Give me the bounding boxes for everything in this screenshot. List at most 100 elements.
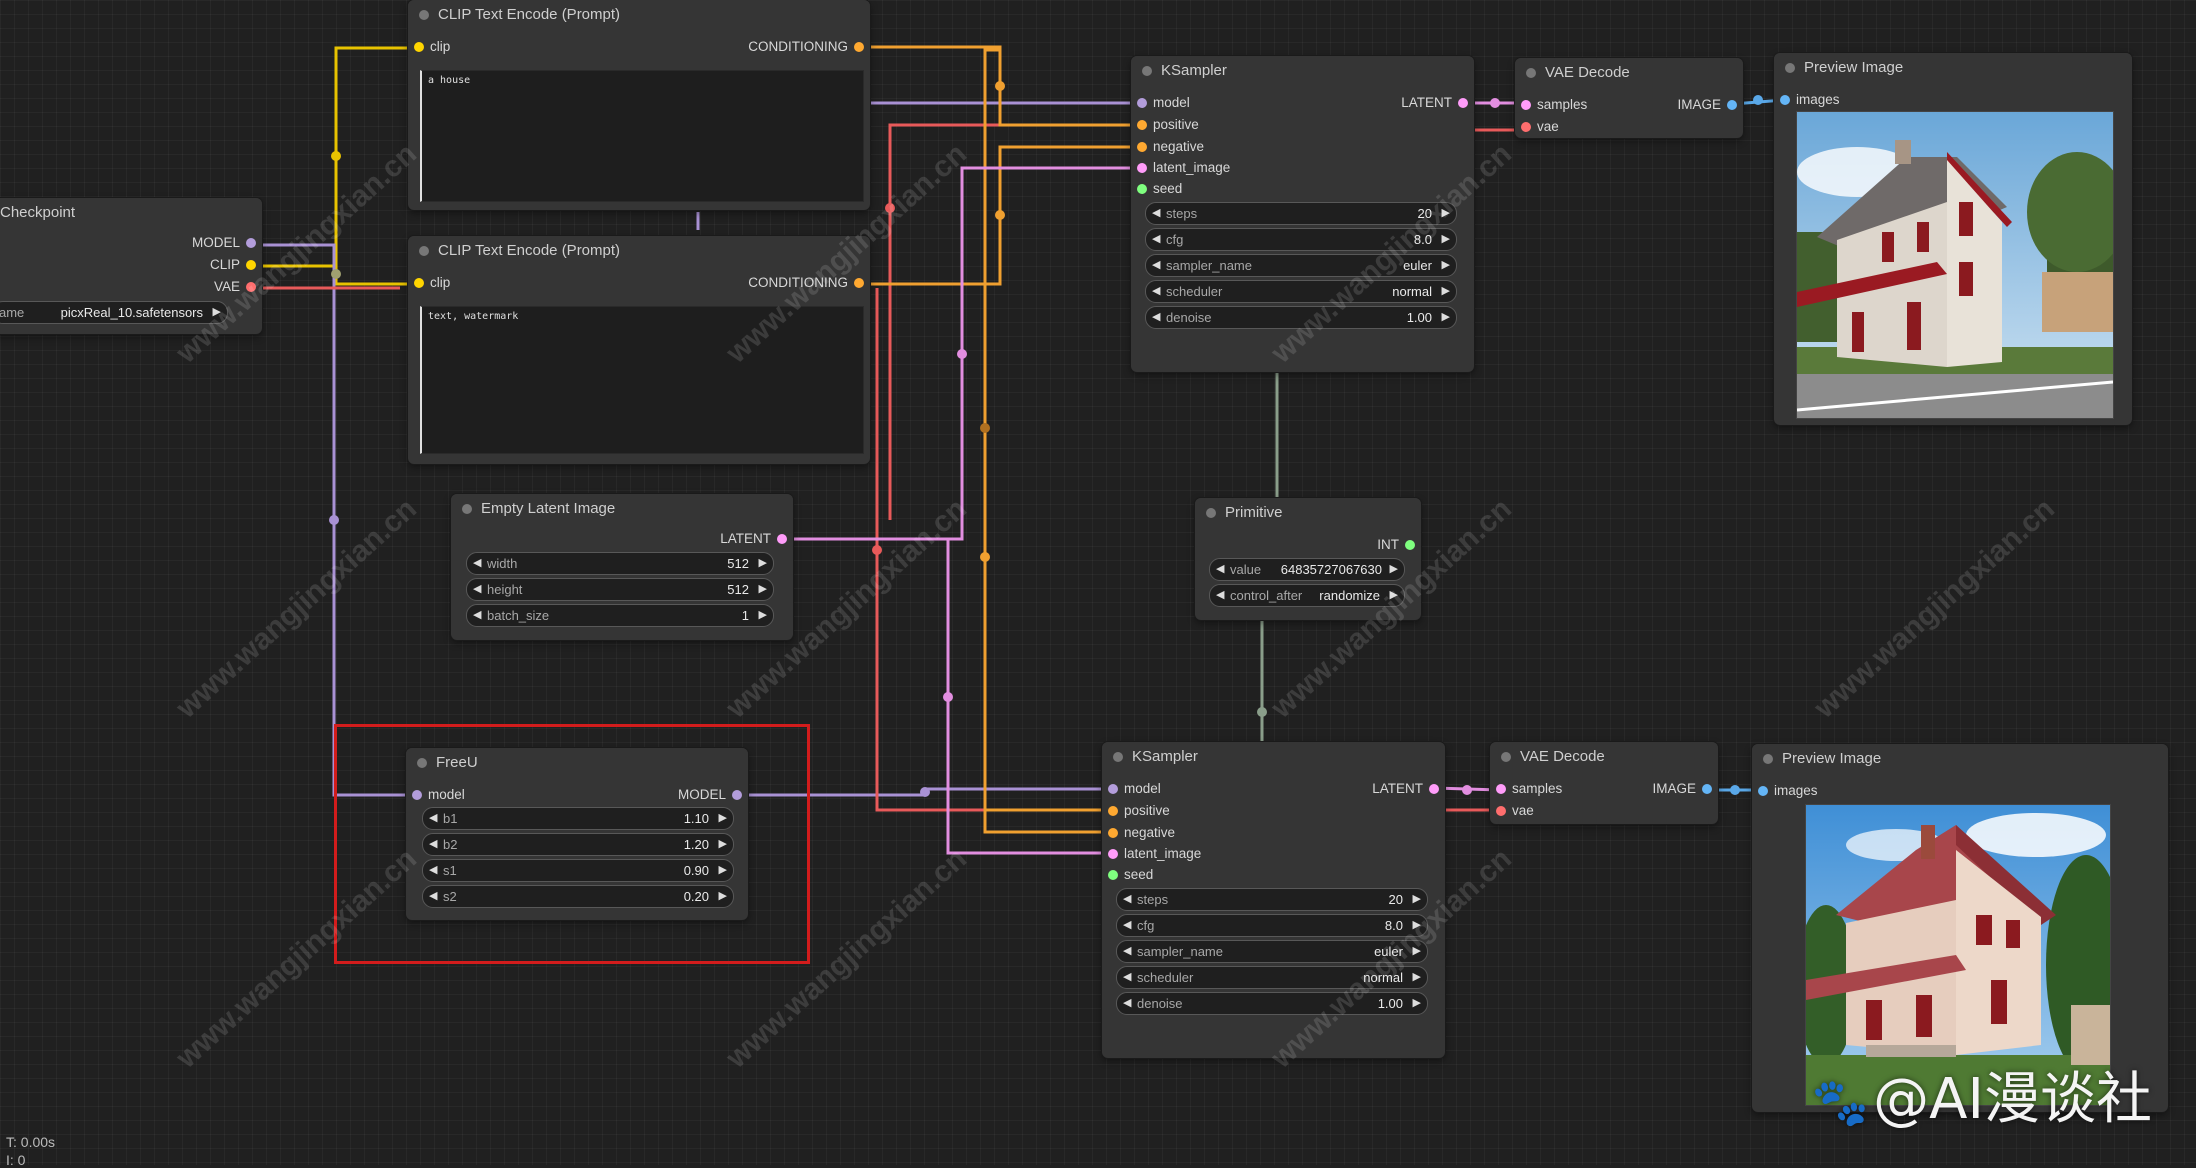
clip-text-encode-positive-node[interactable]: CLIP Text Encode (Prompt) clip CONDITION… [408, 0, 870, 210]
generated-house-image-1[interactable] [1796, 111, 2114, 419]
slot-dot[interactable] [1521, 122, 1531, 132]
arrow-left-icon[interactable]: ◀ [1123, 893, 1132, 905]
output-image[interactable]: IMAGE [1652, 780, 1718, 798]
collapse-dot-icon[interactable] [1113, 752, 1123, 762]
ksampler-node-2[interactable]: KSampler model positive negative latent_… [1102, 742, 1445, 1058]
arrow-right-icon[interactable]: ▶ [758, 557, 767, 569]
arrow-right-icon[interactable]: ▶ [1389, 563, 1398, 575]
collapse-dot-icon[interactable] [1206, 508, 1216, 518]
arrow-left-icon[interactable]: ◀ [473, 583, 482, 595]
slot-dot[interactable] [1137, 120, 1147, 130]
slot-dot[interactable] [1521, 100, 1531, 110]
slot-dot[interactable] [854, 278, 864, 288]
slot-dot[interactable] [412, 790, 422, 800]
arrow-right-icon[interactable]: ▶ [1441, 311, 1450, 323]
collapse-dot-icon[interactable] [1142, 66, 1152, 76]
generated-house-image-2[interactable] [1805, 804, 2111, 1106]
output-conditioning[interactable]: CONDITIONING [748, 274, 870, 292]
input-clip[interactable]: clip [408, 38, 450, 56]
input-model[interactable]: model [1131, 94, 1190, 112]
preview-image-node-2[interactable]: Preview Image images [1752, 744, 2168, 1112]
arrow-left-icon[interactable]: ◀ [1123, 945, 1132, 957]
input-vae[interactable]: vae [1515, 118, 1559, 136]
input-latent-image[interactable]: latent_image [1131, 159, 1230, 177]
collapse-dot-icon[interactable] [462, 504, 472, 514]
arrow-right-icon[interactable]: ▶ [718, 864, 727, 876]
clip-text-encode-negative-node[interactable]: CLIP Text Encode (Prompt) clip CONDITION… [408, 236, 870, 464]
slot-dot[interactable] [1108, 870, 1118, 880]
output-latent[interactable]: LATENT [1401, 94, 1474, 112]
collapse-dot-icon[interactable] [419, 246, 429, 256]
arrow-left-icon[interactable]: ◀ [1216, 589, 1225, 601]
output-image[interactable]: IMAGE [1677, 96, 1743, 114]
slot-dot[interactable] [1137, 98, 1147, 108]
collapse-dot-icon[interactable] [417, 758, 427, 768]
input-model[interactable]: model [1102, 780, 1161, 798]
collapse-dot-icon[interactable] [1526, 68, 1536, 78]
arrow-right-icon[interactable]: ▶ [718, 890, 727, 902]
arrow-right-icon[interactable]: ▶ [1412, 997, 1421, 1009]
input-vae[interactable]: vae [1490, 802, 1534, 820]
arrow-left-icon[interactable]: ◀ [1123, 997, 1132, 1009]
slot-dot[interactable] [1780, 95, 1790, 105]
input-samples[interactable]: samples [1515, 96, 1587, 114]
output-model[interactable]: MODEL [192, 234, 262, 252]
arrow-left-icon[interactable]: ◀ [1216, 563, 1225, 575]
output-vae[interactable]: VAE [214, 278, 262, 296]
slot-dot[interactable] [1108, 828, 1118, 838]
slot-dot[interactable] [1137, 142, 1147, 152]
slot-dot[interactable] [777, 534, 787, 544]
slot-dot[interactable] [1702, 784, 1712, 794]
arrow-right-icon[interactable]: ▶ [1441, 233, 1450, 245]
slot-dot[interactable] [1405, 540, 1415, 550]
arrow-left-icon[interactable]: ◀ [1152, 285, 1161, 297]
arrow-right-icon[interactable]: ▶ [1441, 285, 1450, 297]
slot-dot[interactable] [1496, 806, 1506, 816]
input-clip[interactable]: clip [408, 274, 450, 292]
slot-dot[interactable] [1429, 784, 1439, 794]
output-int[interactable]: INT [1377, 536, 1421, 554]
arrow-right-icon[interactable]: ▶ [1412, 919, 1421, 931]
slot-dot[interactable] [246, 238, 256, 248]
arrow-right-icon[interactable]: ▶ [1412, 893, 1421, 905]
slot-dot[interactable] [246, 260, 256, 270]
arrow-left-icon[interactable]: ◀ [429, 890, 438, 902]
arrow-left-icon[interactable]: ◀ [429, 838, 438, 850]
arrow-left-icon[interactable]: ◀ [1152, 259, 1161, 271]
checkpoint-loader-node[interactable]: Checkpoint MODEL CLIP VAE ame picxReal_1… [0, 198, 262, 334]
arrow-left-icon[interactable]: ◀ [473, 557, 482, 569]
arrow-left-icon[interactable]: ◀ [1152, 311, 1161, 323]
preview-image-node-1[interactable]: Preview Image images [1774, 53, 2132, 425]
slot-dot[interactable] [1108, 784, 1118, 794]
input-positive[interactable]: positive [1131, 116, 1199, 134]
arrow-left-icon[interactable]: ◀ [1152, 207, 1161, 219]
input-negative[interactable]: negative [1131, 138, 1204, 156]
input-latent-image[interactable]: latent_image [1102, 845, 1201, 863]
ksampler-node-1[interactable]: KSampler model positive negative latent_… [1131, 56, 1474, 372]
arrow-left-icon[interactable]: ◀ [473, 609, 482, 621]
input-negative[interactable]: negative [1102, 824, 1175, 842]
arrow-right-icon[interactable]: ▶ [758, 583, 767, 595]
slot-dot[interactable] [414, 42, 424, 52]
arrow-left-icon[interactable]: ◀ [429, 864, 438, 876]
arrow-right-icon[interactable]: ▶ [1389, 589, 1398, 601]
input-images[interactable]: images [1752, 782, 1818, 800]
slot-dot[interactable] [854, 42, 864, 52]
slot-dot[interactable] [1758, 786, 1768, 796]
arrow-right-icon[interactable]: ▶ [1412, 971, 1421, 983]
arrow-right-icon[interactable]: ▶ [758, 609, 767, 621]
